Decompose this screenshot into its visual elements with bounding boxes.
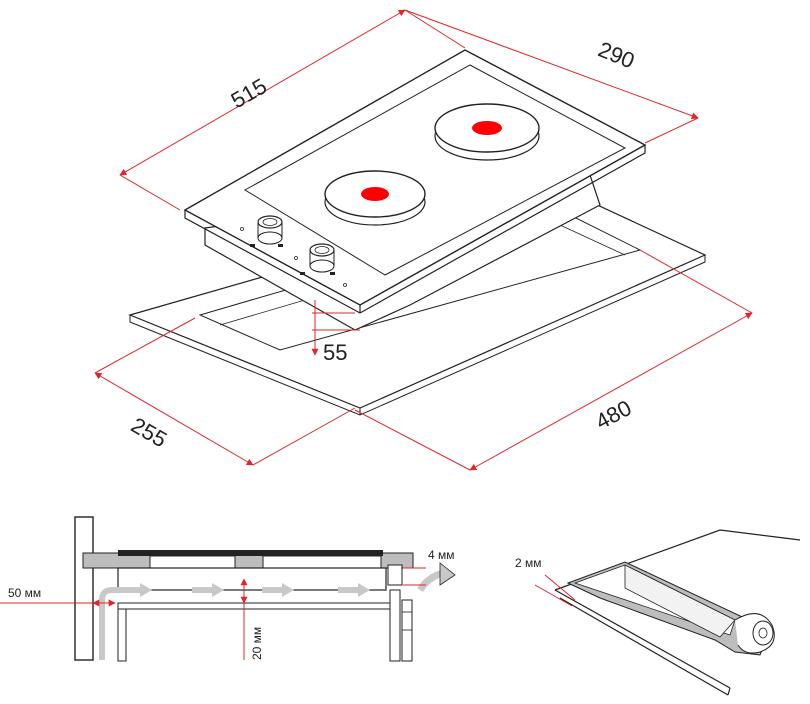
label-gap-rear: 4 мм xyxy=(428,548,455,562)
burner-front-center xyxy=(361,187,389,201)
label-height: 55 xyxy=(323,340,347,365)
burner-rear-center xyxy=(472,121,502,135)
seal-thickness-dimension xyxy=(534,574,576,607)
cabinet-section xyxy=(117,589,413,662)
label-gap-bottom: 20 мм xyxy=(250,627,264,660)
dimension-width-top xyxy=(119,9,466,211)
seal-detail xyxy=(554,529,801,696)
label-depth-top: 290 xyxy=(595,37,638,74)
side-wall xyxy=(74,516,94,661)
label-seal-thickness: 2 мм xyxy=(515,556,542,570)
label-gap-side: 50 мм xyxy=(8,586,41,600)
label-cutout-width: 480 xyxy=(591,395,635,434)
dimension-cutout-depth xyxy=(94,317,356,466)
control-knob-left[interactable] xyxy=(250,215,283,247)
label-cutout-depth: 255 xyxy=(127,412,171,452)
burner-rear xyxy=(434,103,540,161)
burner-front xyxy=(324,170,426,226)
gap-rear-dimension xyxy=(403,567,426,586)
dimension-height xyxy=(311,300,360,356)
dimension-depth-top xyxy=(404,9,699,144)
dimension-cutout-width xyxy=(354,249,753,471)
control-knob-right[interactable] xyxy=(300,243,335,275)
worktop-section xyxy=(82,550,414,591)
label-width-top: 515 xyxy=(227,73,271,113)
